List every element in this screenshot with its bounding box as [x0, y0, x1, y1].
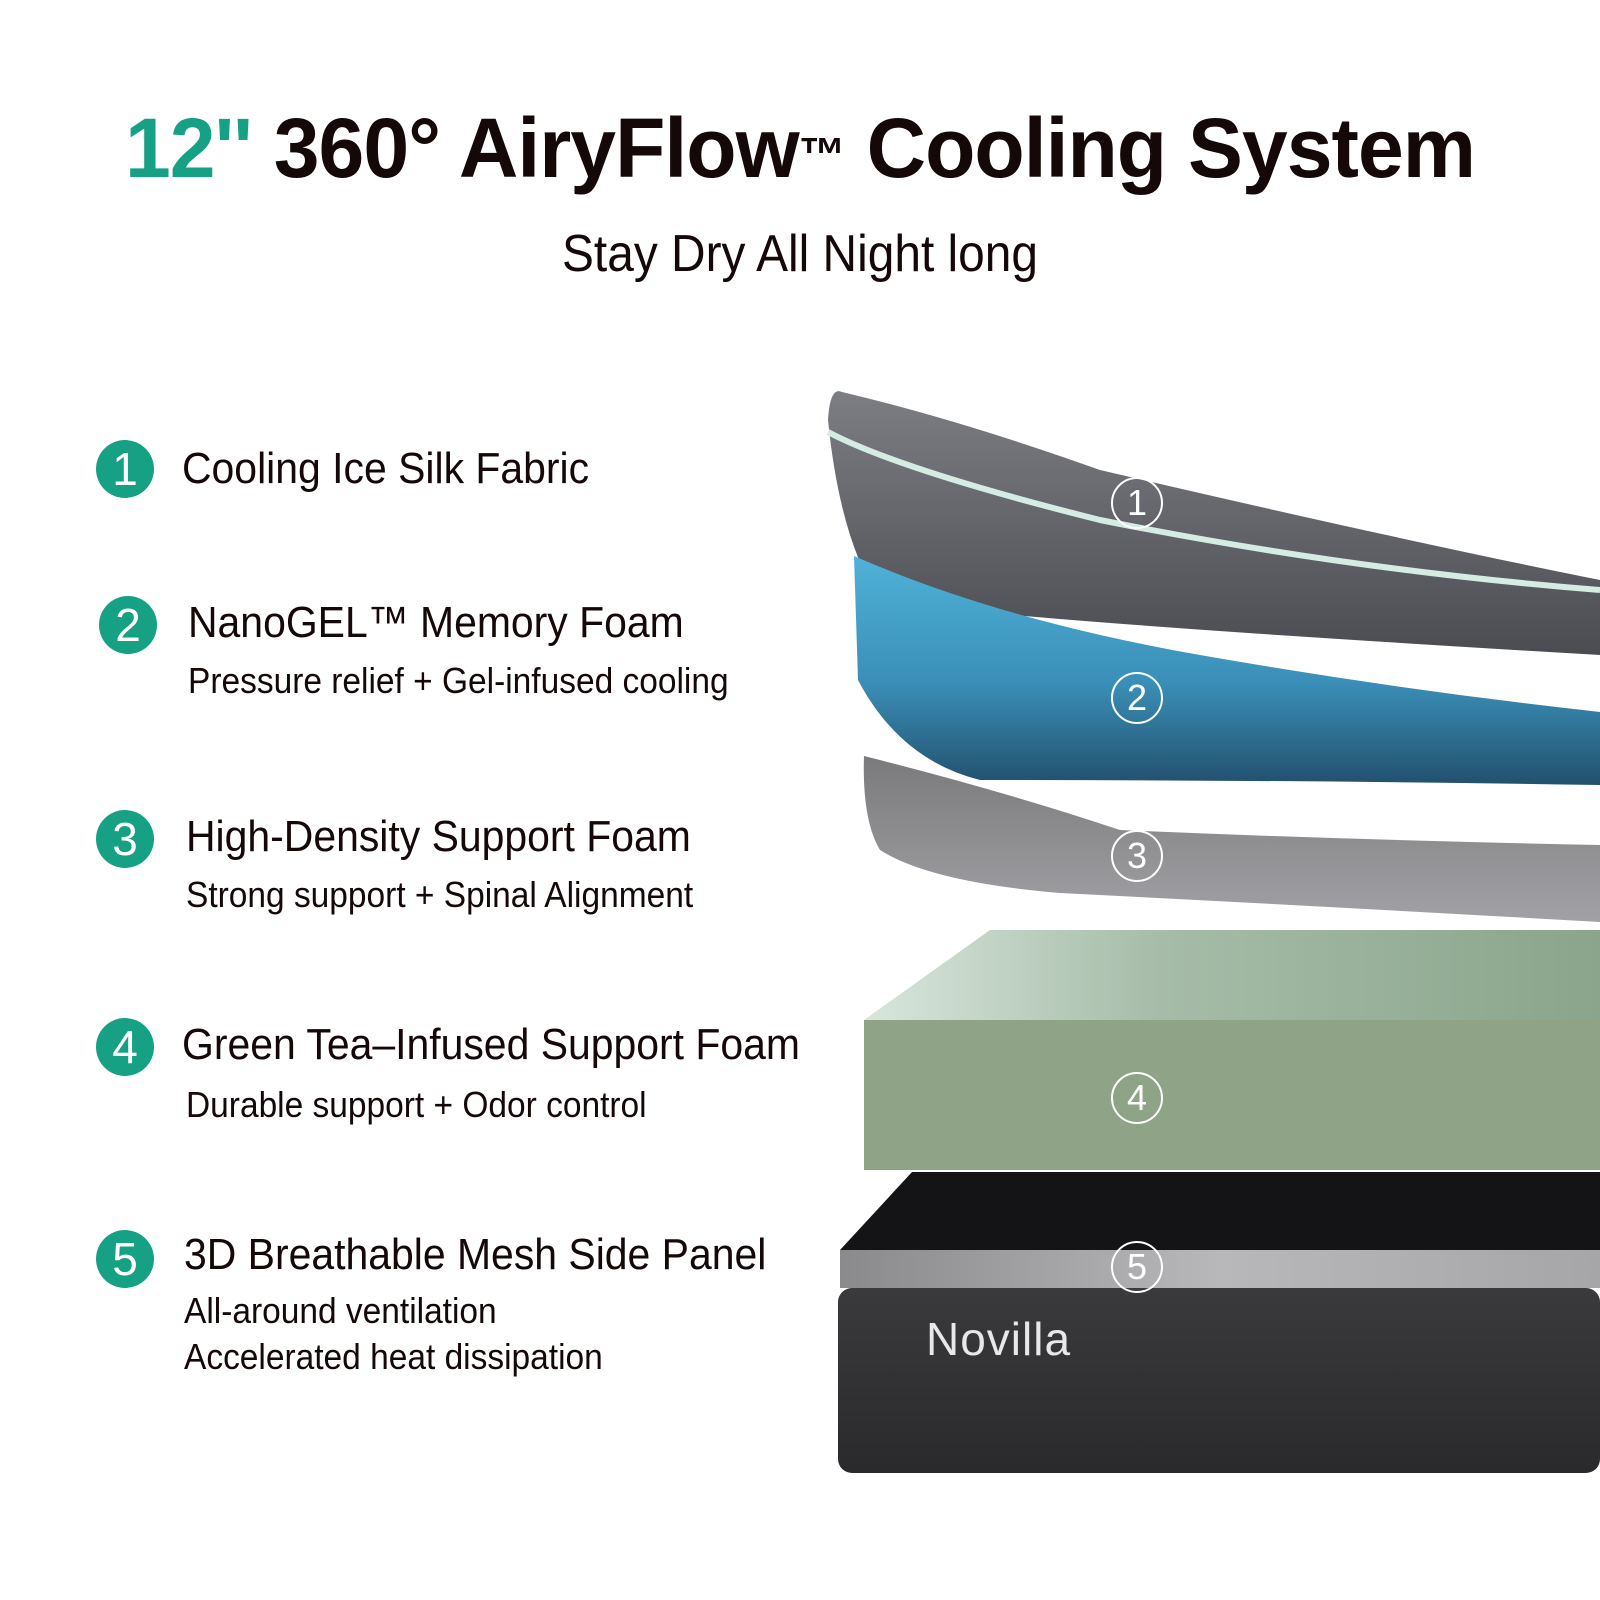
layer-label-2: 2 — [1111, 672, 1163, 724]
number-badge-icon: 4 — [96, 1018, 154, 1076]
layer-label-3: 3 — [1111, 830, 1163, 882]
feature-desc: Durable support + Odor control — [186, 1084, 647, 1125]
feature-title: NanoGEL™ Memory Foam — [188, 598, 684, 647]
title-main: 360° AiryFlow — [273, 101, 800, 195]
title-end: Cooling System — [866, 101, 1476, 195]
layer-label-1: 1 — [1111, 477, 1163, 529]
layer-label-5: 5 — [1111, 1241, 1163, 1293]
feature-title: 3D Breathable Mesh Side Panel — [184, 1230, 767, 1279]
title-size: 12'' — [125, 101, 253, 195]
mattress-illustration — [826, 391, 1600, 1473]
trademark: ™ — [798, 129, 846, 182]
number-badge-icon: 1 — [96, 440, 154, 498]
number-badge-icon: 2 — [99, 596, 157, 654]
page-title: 12'' 360° AiryFlow™ Cooling System — [16, 98, 1584, 198]
mattress-layers-diagram: 1 2 3 4 5 Novilla — [820, 380, 1600, 1480]
number-badge-icon: 3 — [96, 810, 154, 868]
feature-title: Green Tea–Infused Support Foam — [182, 1020, 800, 1069]
feature-title: Cooling Ice Silk Fabric — [182, 444, 590, 493]
feature-desc: All-around ventilation — [184, 1290, 497, 1331]
brand-logo: Novilla — [926, 1313, 1072, 1365]
feature-desc: Strong support + Spinal Alignment — [186, 874, 694, 915]
layer-label-4: 4 — [1111, 1072, 1163, 1124]
feature-desc: Pressure relief + Gel-infused cooling — [188, 660, 729, 701]
subtitle: Stay Dry All Night long — [562, 225, 1038, 283]
feature-desc: Accelerated heat dissipation — [184, 1336, 603, 1377]
number-badge-icon: 5 — [96, 1230, 154, 1288]
feature-title: High-Density Support Foam — [186, 812, 691, 861]
